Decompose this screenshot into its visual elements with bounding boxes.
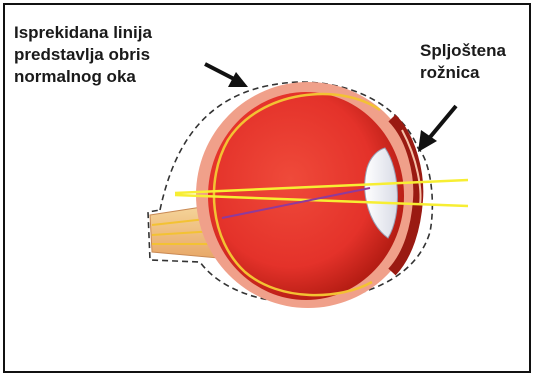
cornea-caption-line-2: rožnica [420,62,506,84]
cornea-caption: Spljoštena rožnica [420,40,506,84]
arrow-to-outline-icon [205,64,248,87]
outline-caption-line-1: Isprekidana linija [14,22,152,44]
outline-caption: Isprekidana linija predstavlja obris nor… [14,22,152,88]
outline-caption-line-2: predstavlja obris [14,44,152,66]
arrow-to-cornea-icon [418,106,456,152]
outline-caption-line-3: normalnog oka [14,66,152,88]
cornea-caption-line-1: Spljoštena [420,40,506,62]
